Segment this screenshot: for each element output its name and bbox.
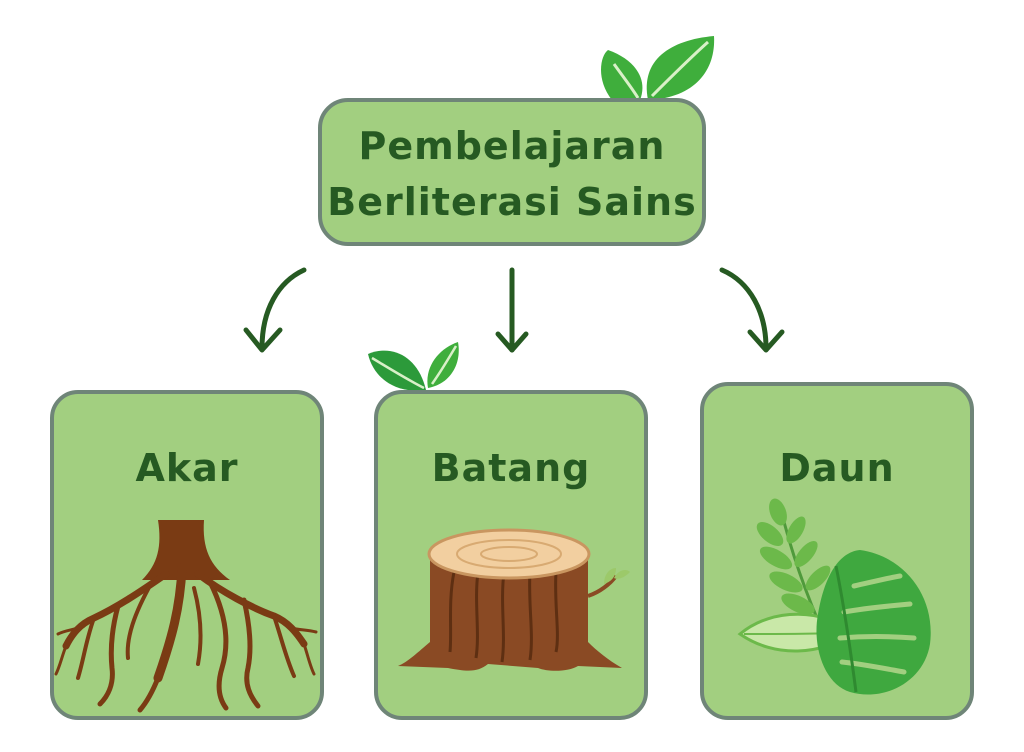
title-line-2: Berliterasi Sains xyxy=(327,180,697,224)
arrow-right xyxy=(719,267,769,351)
card-label-akar: Akar xyxy=(135,446,239,490)
tree-stump-icon xyxy=(398,528,630,671)
card-daun: Daun xyxy=(700,382,974,720)
title-box: Pembelajaran Berliterasi Sains xyxy=(318,98,706,246)
arrow-left xyxy=(259,267,307,351)
leaves-icon xyxy=(737,498,931,695)
card-batang: Batang xyxy=(374,390,648,720)
card-label-daun: Daun xyxy=(779,446,895,490)
title-line-1: Pembelajaran xyxy=(358,124,666,168)
card-akar: Akar xyxy=(50,390,324,720)
roots-icon xyxy=(54,520,318,713)
card-label-batang: Batang xyxy=(431,446,591,490)
